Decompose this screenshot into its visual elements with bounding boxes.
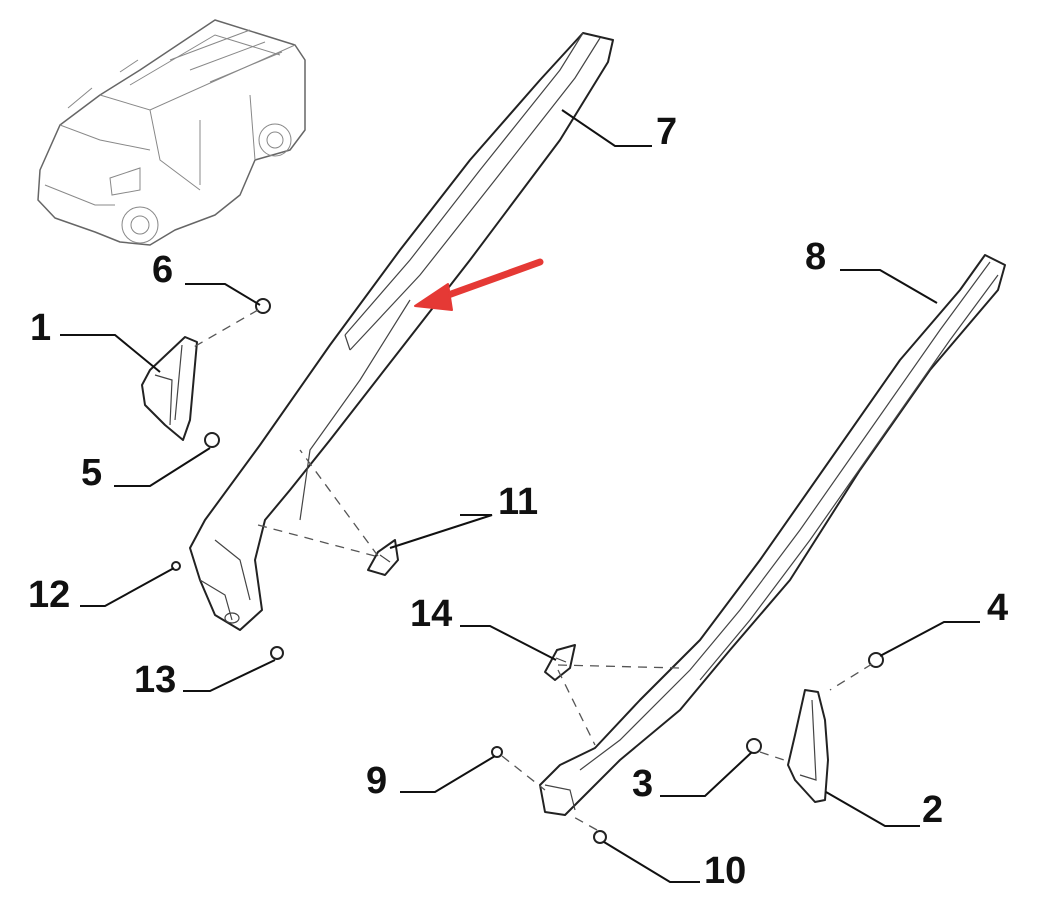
part-4-fastener xyxy=(868,652,884,668)
callout-13: 13 xyxy=(134,659,176,701)
callout-7: 7 xyxy=(656,111,677,153)
part-3-fastener xyxy=(746,738,762,754)
part-5-fastener xyxy=(204,432,220,448)
part-14-clip xyxy=(544,644,576,681)
callout-14: 14 xyxy=(410,593,452,635)
callout-2: 2 xyxy=(922,789,943,831)
part-11-clip xyxy=(367,539,399,576)
part-1-trim-panel xyxy=(141,336,198,441)
leader-lines xyxy=(60,109,980,883)
part-6-fastener xyxy=(255,298,271,314)
callout-labels: 1 2 3 4 5 6 7 8 9 10 11 12 13 14 xyxy=(28,111,1008,892)
callout-6: 6 xyxy=(152,249,173,291)
part-13-fastener xyxy=(270,646,284,660)
callout-9: 9 xyxy=(366,760,387,802)
highlight-arrow xyxy=(414,258,544,311)
callout-11: 11 xyxy=(498,481,538,523)
callout-10: 10 xyxy=(704,850,746,892)
part-2-trim-panel xyxy=(787,689,829,803)
part-9-fastener xyxy=(491,746,503,758)
callout-12: 12 xyxy=(28,574,70,616)
part-8-pillar-trim-right xyxy=(539,254,1006,816)
callout-8: 8 xyxy=(805,236,826,278)
callout-3: 3 xyxy=(632,763,653,805)
part-7-a-pillar-trim-left xyxy=(189,32,614,631)
callout-1: 1 xyxy=(30,307,51,349)
van-thumbnail xyxy=(37,19,306,246)
assembly-lines xyxy=(191,309,873,831)
callout-5: 5 xyxy=(81,452,102,494)
callout-4: 4 xyxy=(987,587,1008,629)
part-10-fastener xyxy=(593,830,607,844)
